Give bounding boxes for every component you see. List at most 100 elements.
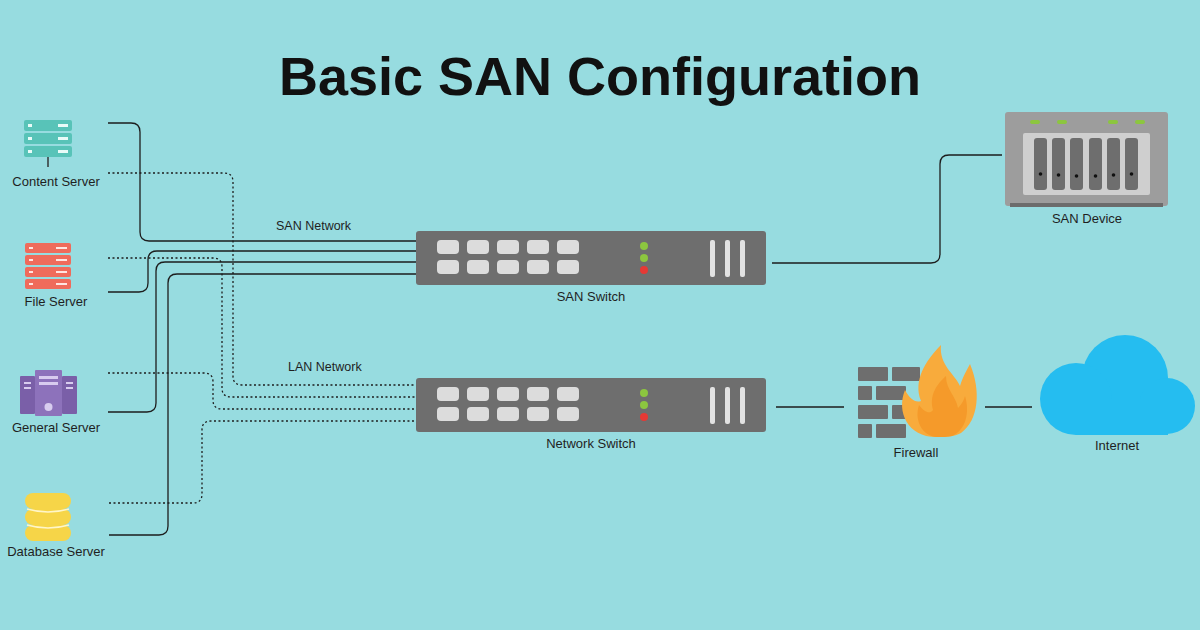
san-storage-device-part xyxy=(1057,120,1067,124)
node-label: SAN Switch xyxy=(557,289,626,305)
network-label: SAN Network xyxy=(276,219,351,234)
file-server-icon-part xyxy=(29,271,33,273)
content-server-icon-part xyxy=(28,150,32,153)
database-icon-part xyxy=(25,525,71,541)
network-switch-device-part xyxy=(710,387,715,424)
node-label: File Server xyxy=(25,294,88,310)
san-storage-device-part xyxy=(1005,112,1168,206)
file-server-icon-part xyxy=(29,247,33,249)
san-switch-device-part xyxy=(527,260,549,274)
network-switch-device-part xyxy=(527,407,549,421)
database-icon-part xyxy=(25,493,71,509)
network-switch-device-part xyxy=(557,387,579,401)
file-server-icon-part xyxy=(25,267,71,277)
general-server-icon-part xyxy=(35,370,62,416)
server-node: File Server xyxy=(4,238,108,310)
node-label: Firewall xyxy=(894,445,939,461)
file-server-icon-part xyxy=(56,283,67,285)
san-switch-device-part xyxy=(640,254,648,262)
firewall-icon-part xyxy=(858,386,872,400)
node-label: General Server xyxy=(12,420,100,436)
san-storage-device-part xyxy=(1130,172,1134,176)
storage-node: SAN Device xyxy=(1004,110,1170,227)
switch-node: Network Switch xyxy=(416,378,766,452)
san-storage-device-part xyxy=(1108,120,1118,124)
network-switch-device-part xyxy=(640,413,648,421)
node-label: SAN Device xyxy=(1052,211,1122,227)
server-node: Database Server xyxy=(3,488,109,560)
file-server-icon-part xyxy=(29,259,33,261)
general-server-icon xyxy=(20,370,77,416)
lan-cable xyxy=(109,421,416,503)
firewall-icon-part xyxy=(902,345,977,437)
file-server-icon-part xyxy=(25,279,71,289)
san-cable xyxy=(109,274,416,535)
san-switch-device-part xyxy=(437,240,459,254)
san-storage-device-part xyxy=(1057,173,1061,177)
san-cable xyxy=(108,251,416,292)
firewall-icon-part xyxy=(858,367,888,381)
san-switch-device-part xyxy=(557,240,579,254)
content-server-icon-part xyxy=(58,150,68,153)
content-server-icon-part xyxy=(58,124,68,127)
firewall-icon-part xyxy=(892,367,920,381)
san-storage-device xyxy=(1005,112,1168,207)
san-storage-device-part xyxy=(1023,133,1150,195)
content-server-icon xyxy=(24,120,72,167)
san-storage-device-part xyxy=(1094,174,1098,178)
content-server-icon-part xyxy=(24,120,72,131)
server-node: Content Server xyxy=(4,114,108,190)
san-storage-device-part xyxy=(1010,203,1163,207)
network-switch-device-part xyxy=(740,387,745,424)
database-icon xyxy=(25,493,71,541)
san-cable xyxy=(776,406,844,407)
firewall-icon-part xyxy=(858,405,888,419)
network-switch-device-part xyxy=(437,407,459,421)
node-label: Content Server xyxy=(12,174,99,190)
server-node: General Server xyxy=(4,366,108,436)
general-server-icon-part xyxy=(24,387,31,389)
file-server-icon-part xyxy=(25,243,71,253)
cloud-icon-part xyxy=(1076,399,1168,435)
san-cable xyxy=(108,123,416,241)
san-storage-device-part xyxy=(1052,138,1065,190)
database-icon-part xyxy=(25,509,71,525)
firewall-icon-part xyxy=(918,376,968,437)
san-switch-device-part xyxy=(640,266,648,274)
lan-cable xyxy=(108,373,416,409)
general-server-icon-part xyxy=(66,382,73,384)
firewall-node: Firewall xyxy=(850,343,982,461)
general-server-icon-part xyxy=(45,403,53,411)
san-cable xyxy=(108,262,416,412)
firewall-icon-part xyxy=(876,424,906,438)
file-server-icon-part xyxy=(25,255,71,265)
san-cable xyxy=(985,406,1032,407)
content-server-icon-part xyxy=(28,137,32,140)
san-storage-device-part xyxy=(1135,120,1145,124)
database-icon-part xyxy=(27,509,69,512)
san-storage-device-part xyxy=(1107,138,1120,190)
san-storage-device-part xyxy=(1112,173,1116,177)
general-server-icon-part xyxy=(39,376,58,379)
firewall-icon xyxy=(858,345,977,438)
general-server-icon-part xyxy=(66,387,73,389)
content-server-icon-part xyxy=(28,124,32,127)
firewall-icon-part xyxy=(858,424,872,438)
san-switch-device-part xyxy=(725,240,730,277)
network-switch-device-part xyxy=(640,389,648,397)
san-storage-device-part xyxy=(1070,138,1083,190)
network-switch-device-part xyxy=(527,387,549,401)
network-switch-device-part xyxy=(640,401,648,409)
general-server-icon-part xyxy=(20,376,35,414)
cloud-icon xyxy=(1040,335,1195,435)
content-server-icon-part xyxy=(47,157,48,167)
san-storage-device-part xyxy=(1075,174,1079,178)
node-label: Database Server xyxy=(7,544,105,560)
content-server-icon-part xyxy=(24,133,72,144)
san-switch-device-part xyxy=(497,240,519,254)
san-storage-device-part xyxy=(1125,138,1138,190)
network-switch-device-part xyxy=(467,407,489,421)
content-server-icon-part xyxy=(24,146,72,157)
san-storage-device-part xyxy=(1034,138,1047,190)
